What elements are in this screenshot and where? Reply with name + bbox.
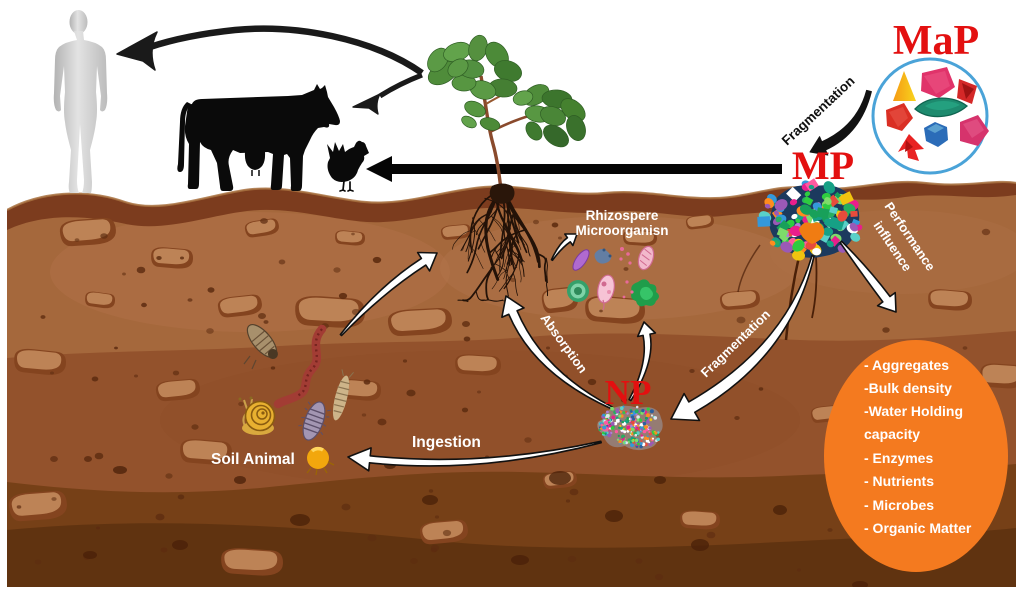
svg-text:capacity: capacity — [864, 426, 920, 442]
svg-text:- Microbes: - Microbes — [864, 497, 934, 513]
svg-text:MaP: MaP — [893, 18, 979, 64]
svg-text:- Nutrients: - Nutrients — [864, 473, 934, 489]
svg-text:Microorganisn: Microorganisn — [575, 223, 668, 238]
svg-text:-Water Holding: -Water Holding — [864, 403, 963, 419]
svg-text:Rhizospere: Rhizospere — [586, 208, 659, 223]
svg-text:Soil Animal: Soil Animal — [211, 451, 295, 468]
svg-text:Ingestion: Ingestion — [412, 434, 481, 451]
svg-text:- Aggregates: - Aggregates — [864, 357, 949, 373]
svg-text:- Organic Matter: - Organic Matter — [864, 520, 972, 536]
svg-text:- Enzymes: - Enzymes — [864, 450, 933, 466]
svg-text:MP: MP — [792, 143, 854, 188]
svg-text:NP: NP — [605, 373, 652, 412]
svg-text:-Bulk density: -Bulk density — [864, 380, 952, 396]
